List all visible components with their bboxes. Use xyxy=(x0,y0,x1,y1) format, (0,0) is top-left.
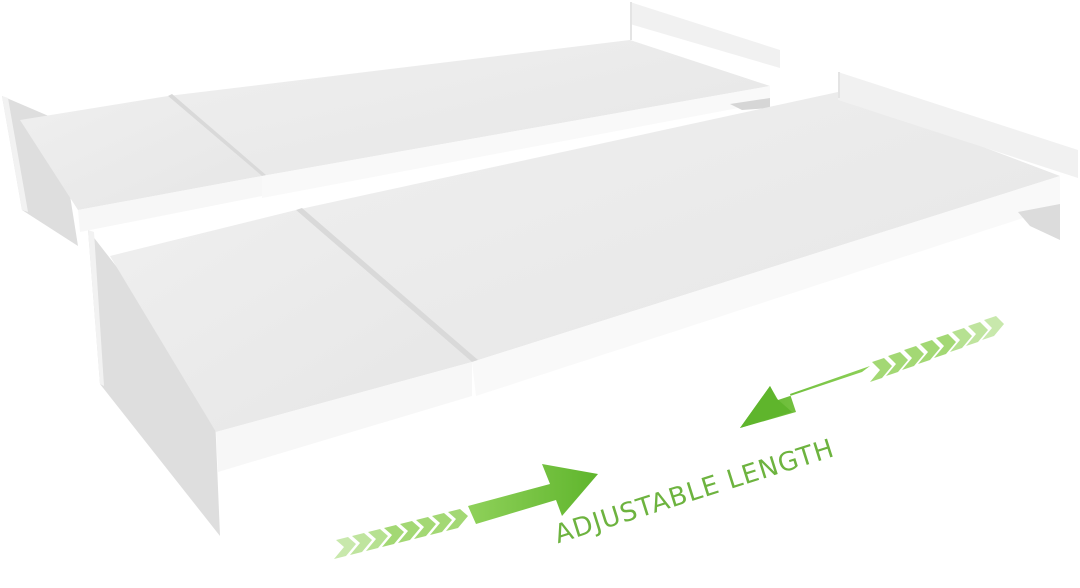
shelf-front xyxy=(88,72,1078,536)
arrow-right-icon xyxy=(334,464,598,559)
shelf-front-left-leg xyxy=(88,230,220,536)
shelf-front-right-leg xyxy=(1018,204,1060,240)
arrow-left-icon xyxy=(740,316,1004,428)
shelf-back xyxy=(2,2,780,246)
